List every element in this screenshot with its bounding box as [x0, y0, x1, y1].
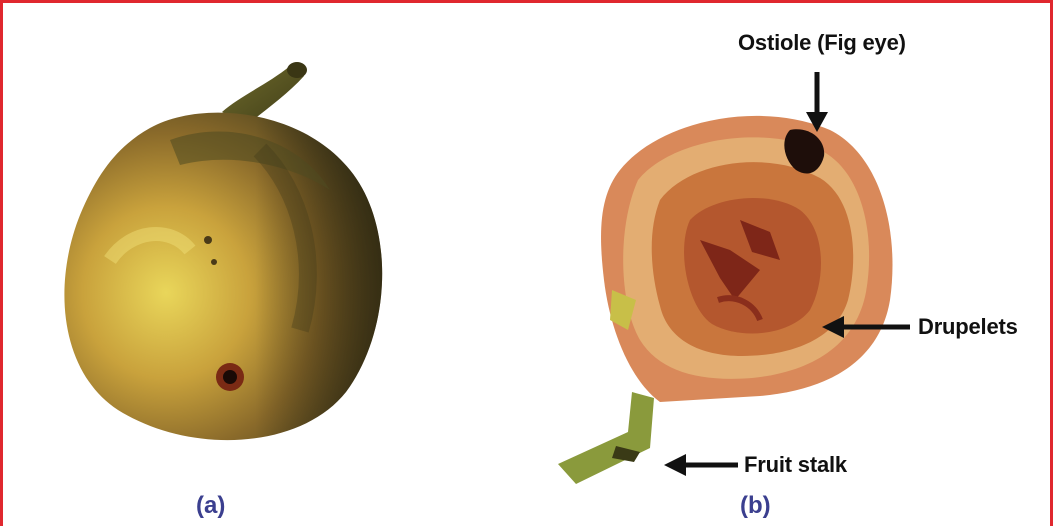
- panel-b-label: (b): [740, 492, 771, 520]
- cut-fig-image: [558, 116, 893, 484]
- panel-a-label: (a): [196, 492, 225, 520]
- ostiole-label: Ostiole (Fig eye): [738, 30, 906, 56]
- drupelets-label: Drupelets: [918, 314, 1018, 340]
- fruit-stalk-arrow: [664, 454, 738, 476]
- whole-fig-image: [64, 62, 382, 440]
- fruit-stalk-label: Fruit stalk: [744, 452, 847, 478]
